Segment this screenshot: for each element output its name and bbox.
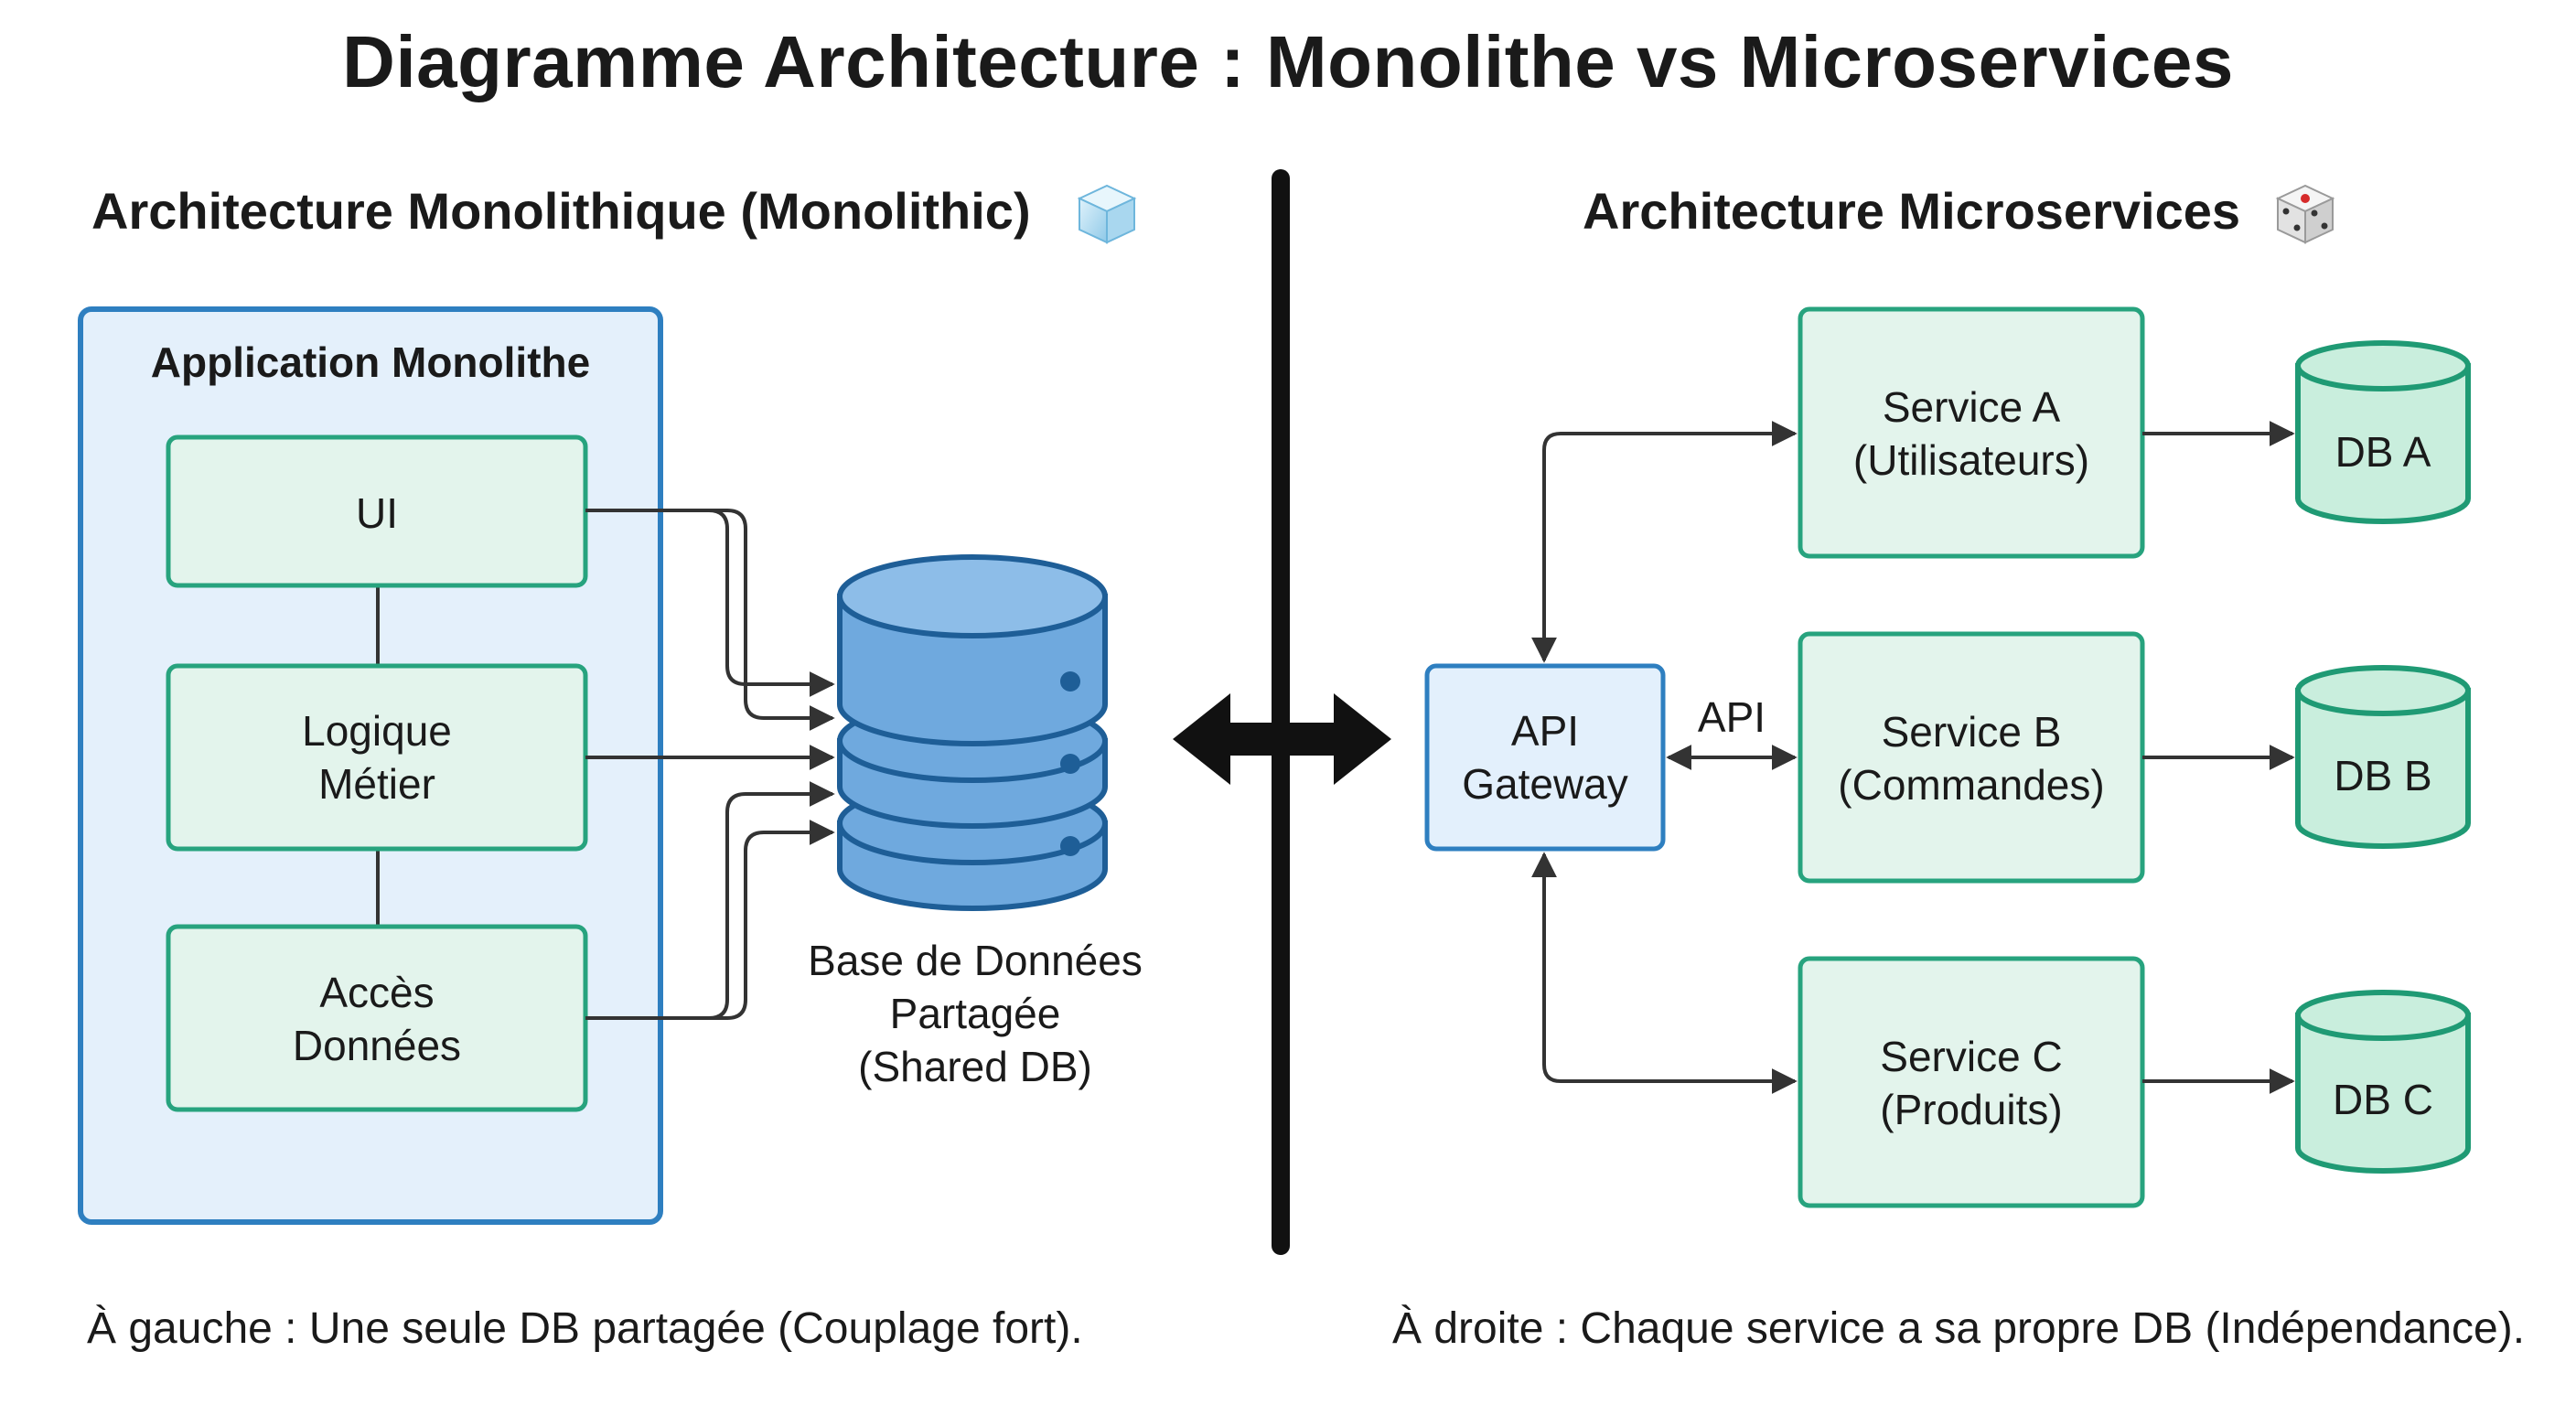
arrow-gateway-service-c [1531,852,1798,1094]
layer-data-line1: Accès [319,969,434,1016]
shared-db-icon [837,554,1108,911]
double-arrow-icon [1173,693,1391,785]
db-b: DB B [2295,665,2471,849]
db-b-label: DB B [2334,752,2431,799]
layer-data-access: Accès Données [166,924,588,1112]
ice-cube-icon [1077,184,1137,244]
dice-icon [2275,184,2335,244]
monolith-db-arrows [585,509,835,1020]
layer-data-line2: Données [293,1022,461,1069]
service-b-line1: Service B [1882,708,2062,756]
api-gateway-line2: Gateway [1462,760,1628,808]
db-a: DB A [2295,340,2471,524]
layer-ui-label: UI [356,489,398,537]
layer-business: Logique Métier [166,663,588,852]
arrow-ui-db-2 [585,509,835,731]
layer-business-line1: Logique [302,707,452,755]
shared-db-label-line2: Partagée [890,990,1061,1037]
service-b: Service B (Commandes) [1798,631,2145,884]
db-a-label: DB A [2335,428,2431,476]
monolith-section-title: Architecture Monolithique (Monolithic) [91,181,1031,241]
diagram-title: Diagramme Architecture : Monolithe vs Mi… [342,21,2234,102]
microservices-section-title-text: Architecture Microservices [1583,182,2241,240]
arrow-data-db-2 [585,820,835,1020]
monolith-footer: À gauche : Une seule DB partagée (Coupla… [87,1304,1083,1353]
service-a: Service A (Utilisateurs) [1798,306,2145,559]
shared-db-label-line1: Base de Données [808,937,1143,984]
service-c-line2: (Produits) [1880,1086,2062,1133]
api-connection-label: API [1698,693,1766,741]
service-c: Service C (Produits) [1798,956,2145,1208]
service-c-line1: Service C [1880,1033,2062,1080]
service-db-arrows [2142,421,2295,1094]
gateway-service-arrows [1531,421,1798,1094]
service-a-line2: (Utilisateurs) [1853,436,2089,484]
api-gateway-line1: API [1511,707,1579,755]
layer-ui: UI [166,434,588,588]
api-gateway: API Gateway [1424,663,1666,852]
db-c-label: DB C [2333,1076,2433,1123]
monolith-container-label: Application Monolithe [151,338,590,386]
arrow-gateway-service-a [1531,421,1798,663]
monolith-section-title-text: Architecture Monolithique (Monolithic) [91,182,1031,240]
microservices-section-title: Architecture Microservices [1583,181,2240,241]
service-b-line2: (Commandes) [1838,761,2104,809]
service-a-line1: Service A [1883,383,2061,431]
shared-db-label-line3: (Shared DB) [858,1043,1092,1090]
layer-business-line2: Métier [318,760,435,808]
microservices-footer: À droite : Chaque service a sa propre DB… [1392,1304,2526,1353]
db-c: DB C [2295,990,2471,1174]
